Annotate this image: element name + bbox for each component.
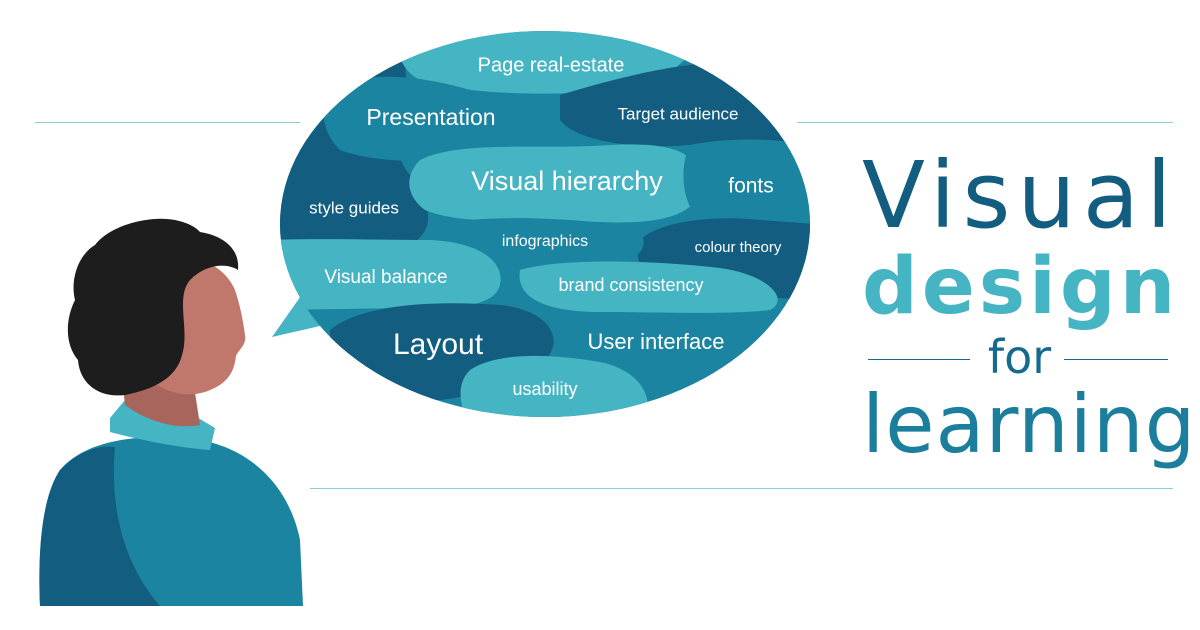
word-visual-balance: Visual balance (324, 267, 447, 288)
blob-visual-balance (280, 239, 501, 310)
title-design: design (862, 242, 1180, 332)
person-hair (67, 218, 239, 396)
person-illustration (39, 218, 303, 606)
word-fonts: fonts (728, 175, 774, 198)
word-infographics: infographics (502, 233, 588, 250)
word-target-audience: Target audience (618, 104, 739, 123)
word-user-interface: User interface (588, 329, 725, 354)
title-rule-left (868, 359, 970, 360)
word-layout: Layout (393, 328, 484, 361)
word-style-guides: style guides (309, 198, 399, 217)
word-colour-theory: colour theory (695, 239, 782, 256)
divider-bottom (310, 488, 1173, 489)
blob-infographics (443, 218, 644, 268)
word-page-real-estate: Page real-estate (478, 54, 625, 76)
word-visual-hierarchy: Visual hierarchy (471, 166, 663, 196)
blob-brand (519, 261, 778, 313)
title-for: for (987, 330, 1052, 384)
blob-hierarchy (409, 144, 700, 223)
title-learning: learning (862, 378, 1197, 471)
word-usability: usability (512, 379, 577, 399)
word-presentation: Presentation (366, 104, 495, 130)
person-body-shadow (39, 446, 160, 606)
divider-top-right (797, 122, 1173, 123)
title-rule-right (1064, 359, 1168, 360)
title-visual: Visual (862, 142, 1179, 249)
word-brand-consistency: brand consistency (558, 275, 703, 295)
blob-presentation (323, 76, 517, 162)
blob-usability (460, 355, 648, 417)
blob-fonts (683, 139, 810, 235)
divider-top-left (35, 122, 300, 123)
speech-bubble: Page real-estate Presentation Target aud… (272, 31, 810, 417)
